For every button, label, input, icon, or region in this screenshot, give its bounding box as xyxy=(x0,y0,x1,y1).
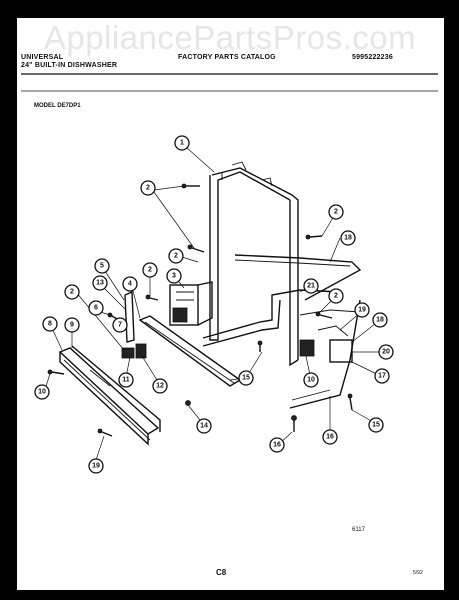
callout-1: 1 xyxy=(174,135,190,151)
callout-17: 17 xyxy=(374,368,390,384)
svg-text:14: 14 xyxy=(200,423,208,430)
svg-text:8: 8 xyxy=(48,321,52,328)
svg-text:13: 13 xyxy=(96,280,104,287)
svg-text:2: 2 xyxy=(334,209,338,216)
svg-text:15: 15 xyxy=(372,422,380,429)
callout-15a: 15 xyxy=(368,417,384,433)
svg-text:11: 11 xyxy=(122,377,130,384)
svg-text:2: 2 xyxy=(70,289,74,296)
callout-2c: 2 xyxy=(168,248,184,264)
revision-date: 5/92 xyxy=(413,570,423,576)
callout-10: 10 xyxy=(34,384,50,400)
svg-text:10: 10 xyxy=(38,389,46,396)
kick-plate-part xyxy=(58,345,161,446)
callout-3: 3 xyxy=(166,268,182,284)
svg-text:20: 20 xyxy=(382,349,390,356)
svg-text:19: 19 xyxy=(92,463,100,470)
svg-text:2: 2 xyxy=(334,293,338,300)
callout-8: 8 xyxy=(42,316,58,332)
page-number: C8 xyxy=(216,568,227,577)
catalog-title: FACTORY PARTS CATALOG xyxy=(178,54,276,61)
svg-text:10: 10 xyxy=(307,377,315,384)
svg-text:7: 7 xyxy=(118,322,122,329)
callout-9: 9 xyxy=(64,317,80,333)
callout-6: 6 xyxy=(88,300,104,316)
drawing-code: 6117 xyxy=(352,527,365,533)
svg-text:16: 16 xyxy=(326,434,334,441)
screws-part xyxy=(47,183,353,437)
product-label: 24" BUILT-IN DISHWASHER xyxy=(21,62,118,69)
svg-text:17: 17 xyxy=(378,373,386,380)
model-label: MODEL DE7DP1 xyxy=(34,103,81,109)
callout-18: 18 xyxy=(340,230,356,246)
svg-text:16: 16 xyxy=(273,442,281,449)
catalog-sheet xyxy=(17,18,444,590)
callout-21: 21 xyxy=(303,278,319,294)
svg-text:9: 9 xyxy=(70,322,74,329)
frame-assembly-part xyxy=(209,161,299,367)
callout-18-right: 18 xyxy=(372,312,388,328)
svg-text:2: 2 xyxy=(148,267,152,274)
svg-text:15: 15 xyxy=(242,375,250,382)
watermark: AppliancePartsPros.com xyxy=(43,19,417,56)
svg-text:4: 4 xyxy=(128,281,132,288)
callout-2e: 2 xyxy=(64,284,80,300)
callout-2-right: 2 xyxy=(328,288,344,304)
svg-text:12: 12 xyxy=(156,383,164,390)
callout-2b: 2 xyxy=(328,204,344,220)
support-bracket-part xyxy=(124,290,242,387)
svg-text:18: 18 xyxy=(376,317,384,324)
callout-20: 20 xyxy=(378,344,394,360)
callout-19a: 19 xyxy=(354,302,370,318)
svg-text:21: 21 xyxy=(307,283,315,290)
svg-text:5: 5 xyxy=(100,263,104,270)
callout-16b: 16 xyxy=(269,437,285,453)
callout-2a: 2 xyxy=(140,180,156,196)
callout-15-right: 15 xyxy=(238,370,254,386)
callout-11: 11 xyxy=(118,372,134,388)
callout-2d: 2 xyxy=(142,262,158,278)
lower-rails-part xyxy=(202,289,361,409)
callout-19b: 19 xyxy=(88,458,104,474)
catalog-number: 5995222236 xyxy=(352,54,393,61)
callout-5: 5 xyxy=(94,258,110,274)
brand-label: UNIVERSAL xyxy=(21,54,64,61)
svg-text:19: 19 xyxy=(358,307,366,314)
svg-text:2: 2 xyxy=(146,185,150,192)
svg-text:1: 1 xyxy=(180,140,184,147)
callout-10-right: 10 xyxy=(303,372,319,388)
callout-4: 4 xyxy=(122,276,138,292)
upper-rail-part xyxy=(234,254,362,301)
switch-assembly-part xyxy=(121,325,353,363)
callout-7: 7 xyxy=(112,317,128,333)
callout-12: 12 xyxy=(152,378,168,394)
svg-text:6: 6 xyxy=(94,305,98,312)
motor-assembly-part xyxy=(169,281,213,326)
svg-text:3: 3 xyxy=(172,273,176,280)
callout-14a: 14 xyxy=(196,418,212,434)
callout-13: 13 xyxy=(92,275,108,291)
callout-16a: 16 xyxy=(322,429,338,445)
svg-text:18: 18 xyxy=(344,235,352,242)
svg-text:2: 2 xyxy=(174,253,178,260)
